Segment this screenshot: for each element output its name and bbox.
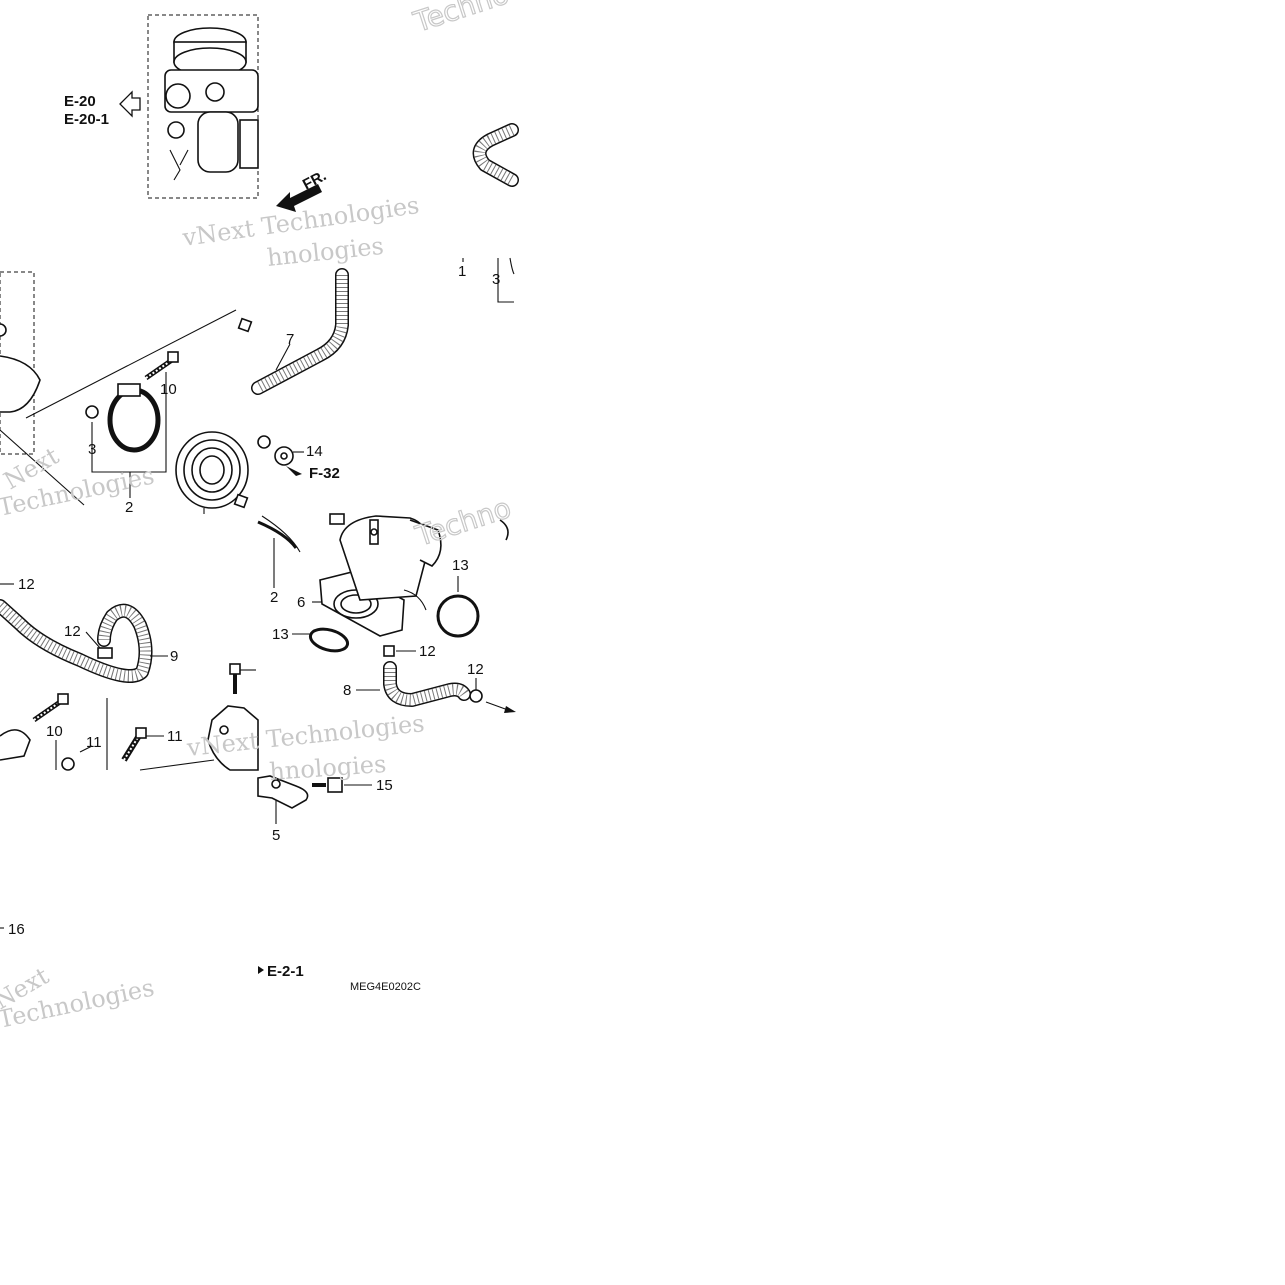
reference-tile: E-2-1 MEG4E0202C — [258, 963, 421, 993]
callout-11: 11 — [167, 728, 183, 745]
diagram-code: MEG4E0202C — [350, 981, 421, 993]
callout-12: 12 — [467, 661, 484, 678]
callout-11: 11 — [86, 734, 102, 751]
watermark-fragment: hnologies — [268, 750, 387, 786]
bottom-left-tile: 16 Next Technologies — [0, 921, 157, 1034]
callout-8: 8 — [343, 682, 351, 699]
front-direction-arrow-icon — [276, 184, 322, 212]
ref-f32: F-32 — [309, 465, 340, 482]
ref-e20: E-20 — [64, 93, 96, 110]
callout-13: 13 — [272, 626, 289, 643]
callout-5: 5 — [272, 827, 280, 844]
callout-12: 12 — [64, 623, 81, 640]
callout-14: 14 — [306, 443, 323, 460]
bracket-5 — [257, 775, 309, 809]
screw-11 — [121, 727, 147, 762]
ref-e2-1: E-2-1 — [267, 963, 304, 980]
callout-6: 6 — [297, 594, 305, 611]
bolt-15 — [312, 777, 343, 793]
carburetor-assembly — [164, 27, 259, 181]
arrow-right-icon — [286, 466, 302, 476]
front-direction-label: FR. — [300, 167, 329, 193]
callout-9: 9 — [170, 648, 178, 665]
insulator-6 — [319, 515, 442, 637]
fitting-14 — [257, 435, 294, 466]
watermark-fragment: Techno — [411, 491, 515, 553]
dashed-frame-left — [0, 271, 35, 455]
callout-16: 16 — [8, 921, 25, 938]
hose-tile: 7 14 F-32 hnologies — [251, 232, 385, 482]
intake-boot — [175, 431, 249, 509]
upper-right-hose — [472, 123, 519, 187]
bracket-tile: 5 15 hnologies — [257, 750, 393, 844]
callout-7: 7 — [286, 331, 294, 348]
clamp-boot-tile: 10 3 2 Next Technologies — [0, 271, 253, 522]
band-clamp — [107, 383, 161, 453]
callout-12: 12 — [18, 576, 35, 593]
nut-3 — [85, 405, 99, 419]
arrow-left-icon — [119, 90, 141, 118]
o-ring-13-right — [436, 594, 480, 638]
bracket-bolt — [207, 663, 259, 771]
arrow-right-icon — [258, 966, 264, 974]
callout-2: 2 — [125, 499, 133, 516]
clip-12 — [97, 647, 113, 659]
callout-1: 1 — [458, 263, 466, 280]
arrow-right-icon — [485, 701, 516, 713]
callout-3: 3 — [88, 441, 96, 458]
callout-10: 10 — [160, 381, 177, 398]
carburetor-tile: E-20 E-20-1 vNext Technologies — [64, 14, 421, 252]
callout-10: 10 — [46, 723, 63, 740]
screw-10 — [144, 351, 179, 381]
watermark-fragment: Techno — [409, 0, 513, 39]
callout-3: 3 — [492, 271, 500, 288]
callout-12: 12 — [419, 643, 436, 660]
callout-13: 13 — [452, 557, 469, 574]
hose-9 — [0, 599, 153, 683]
clip-12 — [469, 689, 483, 703]
clip-12 — [383, 645, 395, 657]
hose-8 — [383, 661, 471, 707]
o-ring-13-left — [308, 627, 350, 653]
ref-e20-1: E-20-1 — [64, 111, 109, 128]
insulator-tile: 2 6 13 13 12 8 — [257, 491, 516, 713]
callout-2: 2 — [270, 589, 278, 606]
screw-10 — [32, 693, 69, 723]
hose-7 — [251, 268, 349, 395]
callout-15: 15 — [376, 777, 393, 794]
